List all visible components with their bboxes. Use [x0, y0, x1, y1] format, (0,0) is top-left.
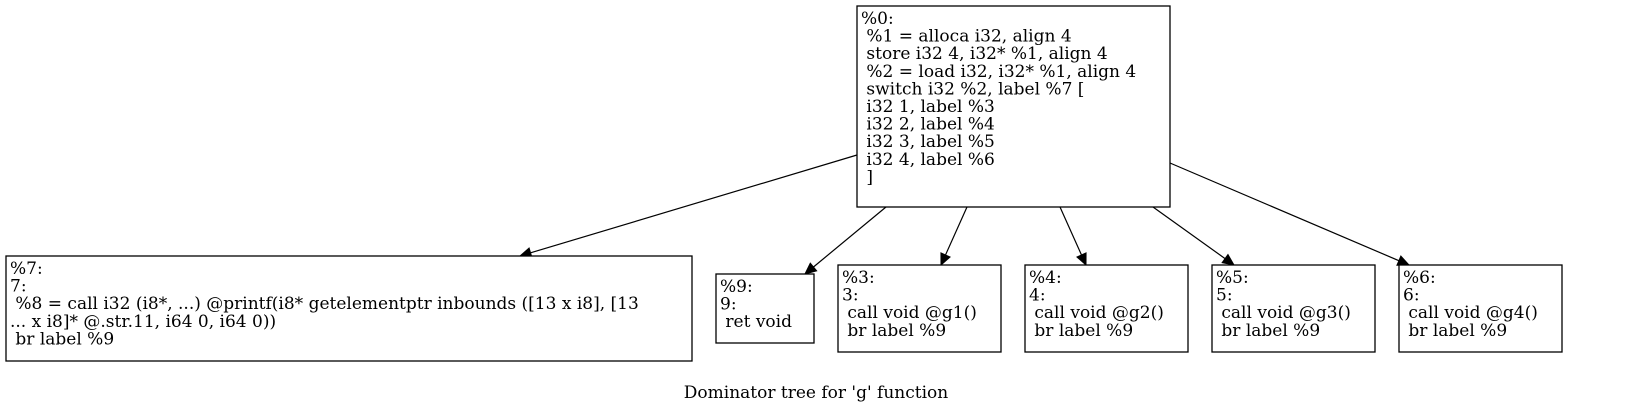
edge-line [813, 206, 887, 268]
edge-0-to-5 [1152, 206, 1235, 266]
node-label-line: 9: [720, 295, 737, 315]
node-7: %7:7: %8 = call i32 (i8*, ...) @printf(i… [5, 255, 693, 362]
node-label-line: br label %9 [10, 329, 114, 349]
node-label: %7:7: %8 = call i32 (i8*, ...) @printf(i… [10, 259, 639, 349]
node-box [1211, 264, 1376, 353]
edge-0-to-9 [804, 206, 887, 275]
node-label-line: %7: [10, 259, 43, 279]
edge-line [530, 154, 858, 254]
node-label-line: %2 = load i32, i32* %1, align 4 [861, 62, 1136, 82]
edge-line [1059, 206, 1083, 256]
node-label-line: %4: [1029, 268, 1062, 288]
arrowhead [1076, 252, 1087, 267]
node-label-line: %9: [720, 277, 753, 297]
node-label-line: %3: [842, 268, 875, 288]
node-label-line: %0: [861, 9, 894, 29]
node-label-line: i32 4, label %6 [861, 150, 995, 170]
node-label-line: store i32 4, i32* %1, align 4 [861, 44, 1108, 64]
node-label-line: 5: [1216, 286, 1233, 306]
node-label-line: call void @g4() [1403, 303, 1538, 323]
node-4: %4:4: call void @g2() br label %9 [1024, 264, 1189, 353]
node-label: %0: %1 = alloca i32, align 4 store i32 4… [861, 9, 1136, 187]
edges-layer [518, 154, 1411, 275]
nodes-layer: %0: %1 = alloca i32, align 4 store i32 4… [5, 5, 1563, 362]
node-label-line: br label %9 [842, 321, 946, 341]
node-label-line: ... x i8]* @.str.11, i64 0, i64 0)) [10, 312, 276, 332]
edge-0-to-4 [1059, 206, 1087, 267]
node-label-line: %1 = alloca i32, align 4 [861, 27, 1072, 47]
node-5: %5:5: call void @g3() br label %9 [1211, 264, 1376, 353]
node-9: %9:9: ret void [715, 273, 815, 344]
node-label-line: br label %9 [1029, 321, 1133, 341]
arrowhead [1221, 253, 1235, 266]
edge-0-to-6 [1169, 162, 1411, 266]
node-label-line: %8 = call i32 (i8*, ...) @printf(i8* get… [10, 294, 639, 314]
node-box [856, 5, 1171, 208]
node-box [5, 255, 693, 362]
node-0: %0: %1 = alloca i32, align 4 store i32 4… [856, 5, 1171, 208]
node-label: %5:5: call void @g3() br label %9 [1216, 268, 1351, 341]
node-box [1398, 264, 1563, 353]
node-label-line: br label %9 [1403, 321, 1507, 341]
node-label-line: %5: [1216, 268, 1249, 288]
node-label-line: call void @g3() [1216, 303, 1351, 323]
node-label-line: 4: [1029, 286, 1046, 306]
edge-line [1169, 162, 1400, 262]
node-box [1024, 264, 1189, 353]
arrowhead [804, 262, 818, 275]
node-label-line: 7: [10, 277, 27, 297]
arrowhead [940, 252, 951, 267]
node-label-line: ] [861, 167, 873, 187]
edge-line [1152, 206, 1226, 260]
node-box [715, 273, 815, 344]
node-label-line: 6: [1403, 286, 1420, 306]
node-label-line: i32 1, label %3 [861, 97, 995, 117]
edge-line [944, 206, 968, 256]
diagram-caption: Dominator tree for 'g' function [684, 383, 948, 403]
node-label-line: call void @g2() [1029, 303, 1164, 323]
node-label-line: %6: [1403, 268, 1436, 288]
node-6: %6:6: call void @g4() br label %9 [1398, 264, 1563, 353]
node-label-line: 3: [842, 286, 859, 306]
node-label: %4:4: call void @g2() br label %9 [1029, 268, 1164, 341]
node-label-line: i32 3, label %5 [861, 132, 995, 152]
node-label-line: ret void [720, 312, 792, 332]
node-3: %3:3: call void @g1() br label %9 [837, 264, 1002, 353]
node-label-line: i32 2, label %4 [861, 115, 995, 135]
node-label: %6:6: call void @g4() br label %9 [1403, 268, 1538, 341]
node-label: %3:3: call void @g1() br label %9 [842, 268, 977, 341]
node-label-line: switch i32 %2, label %7 [ [861, 79, 1084, 99]
node-label-line: br label %9 [1216, 321, 1320, 341]
node-label-line: call void @g1() [842, 303, 977, 323]
node-box [837, 264, 1002, 353]
arrowhead [1396, 255, 1411, 266]
edge-0-to-3 [940, 206, 968, 267]
edge-0-to-7 [518, 154, 858, 259]
node-label: %9:9: ret void [720, 277, 792, 332]
